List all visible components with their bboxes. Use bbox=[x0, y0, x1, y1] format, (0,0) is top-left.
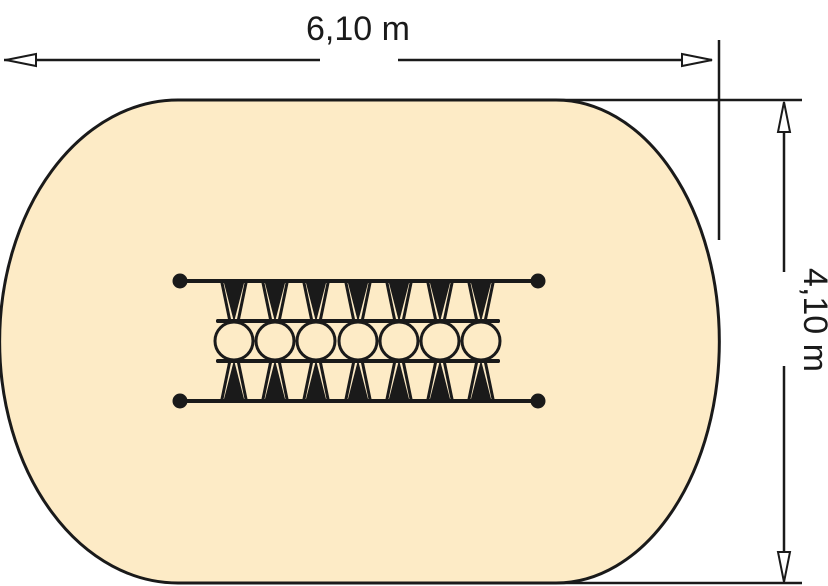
height-label: 4,10 m bbox=[796, 268, 828, 372]
arrow-right-icon bbox=[681, 52, 713, 68]
equipment-top-view bbox=[172, 273, 546, 409]
rope-element bbox=[213, 281, 255, 401]
anchor-post bbox=[172, 393, 188, 409]
rope-element bbox=[254, 281, 296, 401]
rope-elements bbox=[213, 281, 502, 401]
rope-element bbox=[419, 281, 461, 401]
arrow-up-icon bbox=[776, 101, 792, 133]
anchor-post bbox=[172, 273, 188, 289]
width-dimension bbox=[4, 40, 721, 240]
anchor-post bbox=[530, 393, 546, 409]
height-dimension bbox=[556, 98, 802, 585]
arrow-left-icon bbox=[5, 52, 37, 68]
rope-element bbox=[295, 281, 337, 401]
arrow-down-icon bbox=[776, 551, 792, 583]
anchor-post bbox=[530, 273, 546, 289]
width-label: 6,10 m bbox=[306, 10, 410, 48]
